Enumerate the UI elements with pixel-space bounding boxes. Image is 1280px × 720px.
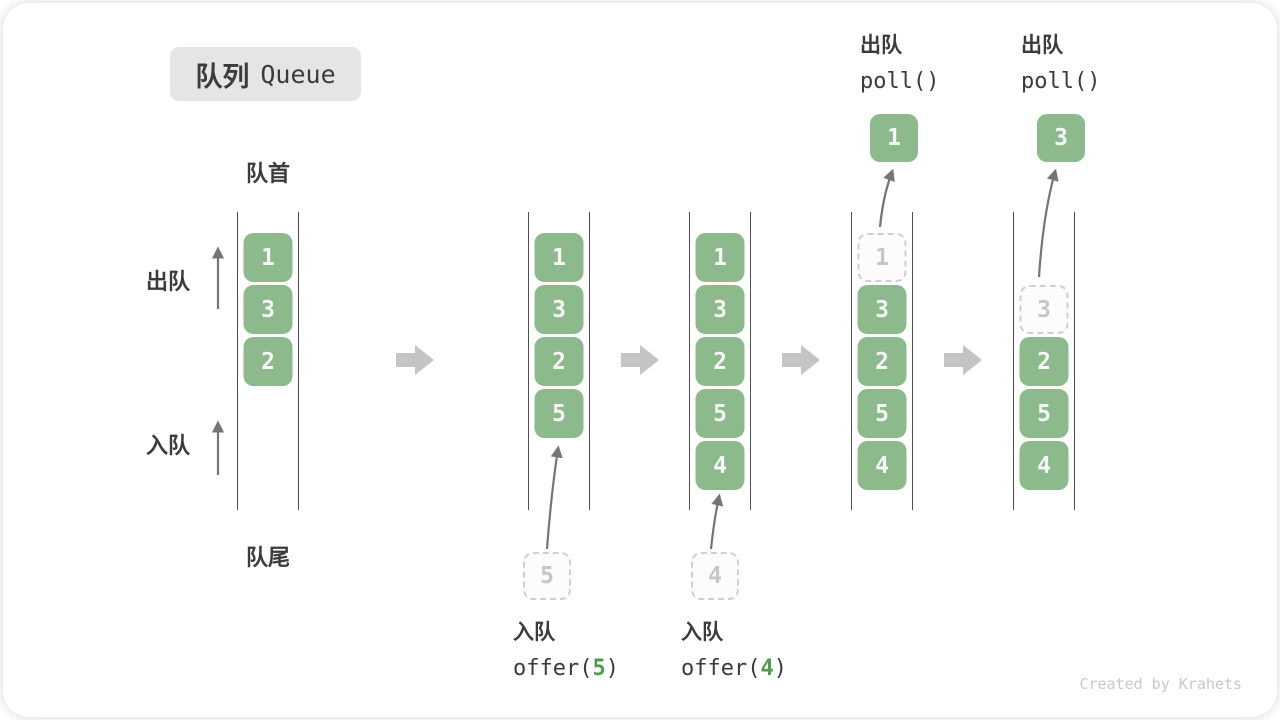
op-code: poll() xyxy=(1021,69,1101,94)
removed-item-slot: 3 xyxy=(1019,285,1069,334)
watermark-credit: Created by Krahets xyxy=(1079,675,1242,693)
queue-item: 4 xyxy=(1019,441,1069,490)
queue-item: 5 xyxy=(534,389,584,438)
polled-item-box: 1 xyxy=(870,114,918,162)
title-badge: 队列 Queue xyxy=(170,47,361,101)
queue-item: 5 xyxy=(695,389,745,438)
code-arg: 5 xyxy=(592,656,606,681)
op-enqueue-offer-4: 入队 offer(4) xyxy=(681,616,787,681)
op-dequeue-poll-1: 出队 poll() xyxy=(860,29,939,94)
queue-item: 2 xyxy=(1019,337,1069,386)
queue-state-5: 3 2 5 4 xyxy=(1013,212,1075,510)
op-code: poll() xyxy=(860,69,940,94)
op-enqueue-offer-5: 入队 offer(5) xyxy=(513,616,619,681)
op-label: 出队 xyxy=(1021,34,1063,57)
code-post: ) xyxy=(773,656,787,681)
queue-item: 2 xyxy=(243,337,293,386)
queue-item: 1 xyxy=(695,233,745,282)
title-en: Queue xyxy=(260,59,336,89)
queue-item: 4 xyxy=(857,441,907,490)
label-dequeue: 出队 xyxy=(146,269,191,294)
queue-state-4: 1 3 2 5 4 xyxy=(851,212,913,510)
label-enqueue: 入队 xyxy=(146,433,191,458)
queue-item: 5 xyxy=(1019,389,1069,438)
queue-item: 3 xyxy=(857,285,907,334)
code-arg: 4 xyxy=(760,656,774,681)
removed-item-slot: 1 xyxy=(857,233,907,282)
diagram-card xyxy=(3,3,1277,717)
queue-item: 4 xyxy=(695,441,745,490)
queue-item: 1 xyxy=(534,233,584,282)
title-zh: 队列 xyxy=(195,61,250,92)
queue-item: 2 xyxy=(695,337,745,386)
queue-item: 3 xyxy=(534,285,584,334)
op-code: offer(4) xyxy=(681,656,787,681)
queue-item: 3 xyxy=(243,285,293,334)
pending-item-box: 4 xyxy=(691,552,739,600)
queue-item: 5 xyxy=(857,389,907,438)
op-label: 入队 xyxy=(681,621,723,644)
label-queue-front: 队首 xyxy=(245,161,290,186)
op-dequeue-poll-3: 出队 poll() xyxy=(1021,29,1100,94)
pending-item-box: 5 xyxy=(523,552,571,600)
op-label: 入队 xyxy=(513,621,555,644)
queue-state-2: 1 3 2 5 xyxy=(528,212,590,510)
queue-item: 3 xyxy=(695,285,745,334)
op-code: offer(5) xyxy=(513,656,619,681)
code-pre: offer( xyxy=(513,656,593,681)
queue-state-1: 1 3 2 xyxy=(237,212,299,510)
label-queue-rear: 队尾 xyxy=(245,545,290,570)
queue-state-3: 1 3 2 5 4 xyxy=(689,212,751,510)
queue-item: 2 xyxy=(857,337,907,386)
code-pre: offer( xyxy=(681,656,761,681)
code-post: ) xyxy=(605,656,619,681)
polled-item-box: 3 xyxy=(1037,114,1085,162)
queue-item: 2 xyxy=(534,337,584,386)
op-label: 出队 xyxy=(860,34,902,57)
queue-item: 1 xyxy=(243,233,293,282)
